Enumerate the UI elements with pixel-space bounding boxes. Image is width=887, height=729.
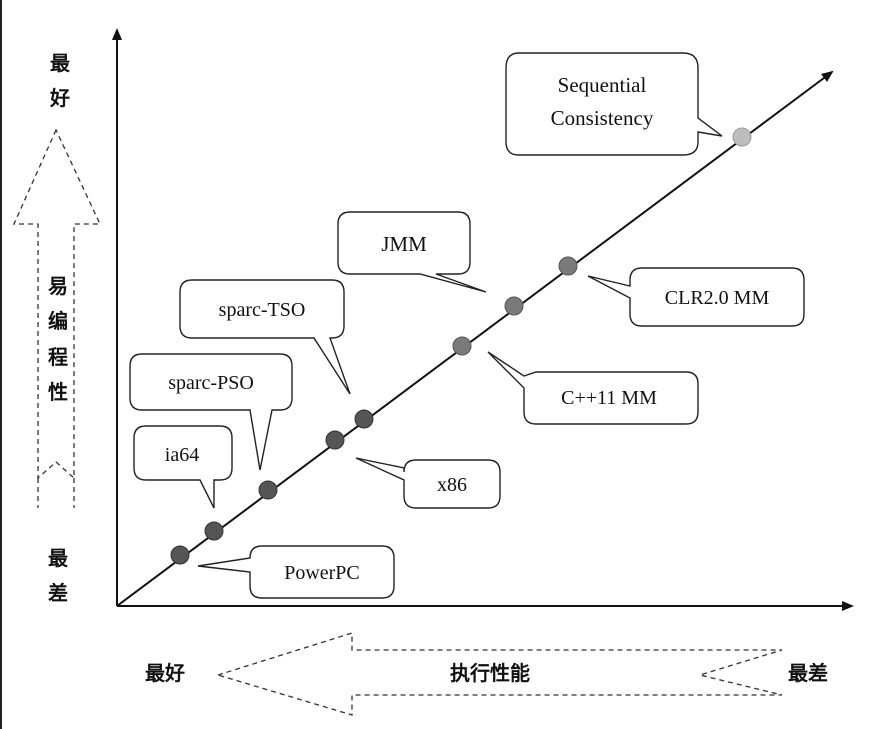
performance-arrow xyxy=(215,632,783,716)
dot-ia64 xyxy=(204,521,224,541)
callout-sparc-pso xyxy=(129,353,293,471)
dot-sequential-consistency xyxy=(732,127,752,147)
callout-sparc-tso xyxy=(179,279,351,395)
y-title-char-1: 易 xyxy=(48,274,68,298)
x-left-label: 最好 xyxy=(145,661,185,685)
dot-powerpc xyxy=(170,545,190,565)
callout-jmm-label: JMM xyxy=(381,232,427,256)
x-right-label: 最差 xyxy=(788,661,828,685)
callout-x86-label: x86 xyxy=(437,474,467,496)
dot-sparc-tso xyxy=(354,409,374,429)
dot-jmm xyxy=(504,296,524,316)
callout-powerpc xyxy=(197,545,395,599)
callout-cpp11 xyxy=(487,351,699,425)
callout-seq-line1: Sequential xyxy=(558,73,647,97)
callout-powerpc-label: PowerPC xyxy=(284,562,360,584)
y-title-char-4: 性 xyxy=(48,380,68,404)
diagonal-trend-line xyxy=(116,70,834,607)
y-bottom-label-1: 最 xyxy=(48,546,69,570)
y-top-label-2: 好 xyxy=(49,86,70,110)
dot-clr xyxy=(558,256,578,276)
y-title-char-2: 编 xyxy=(48,309,68,333)
callout-ia64 xyxy=(133,425,233,509)
callout-jmm xyxy=(337,211,487,293)
callout-cpp11-label: C++11 MM xyxy=(561,387,657,409)
callout-ia64-label: ia64 xyxy=(165,444,199,466)
callout-sequential-consistency xyxy=(505,52,723,156)
y-title-char-3: 程 xyxy=(48,345,68,369)
dot-sparc-pso xyxy=(258,480,278,500)
callout-sparc-pso-label: sparc-PSO xyxy=(168,372,254,394)
callout-clr-label: CLR2.0 MM xyxy=(665,287,770,309)
y-bottom-label-2: 差 xyxy=(48,581,68,605)
dot-x86 xyxy=(325,430,345,450)
callout-x86 xyxy=(355,457,501,509)
dot-cpp11 xyxy=(452,336,472,356)
y-top-label-1: 最 xyxy=(50,51,71,75)
callout-seq-line2: Consistency xyxy=(551,106,654,130)
callout-sparc-tso-label: sparc-TSO xyxy=(219,299,306,321)
callout-clr xyxy=(587,267,805,327)
x-title: 执行性能 xyxy=(450,661,530,685)
programmability-arrow xyxy=(12,128,102,480)
